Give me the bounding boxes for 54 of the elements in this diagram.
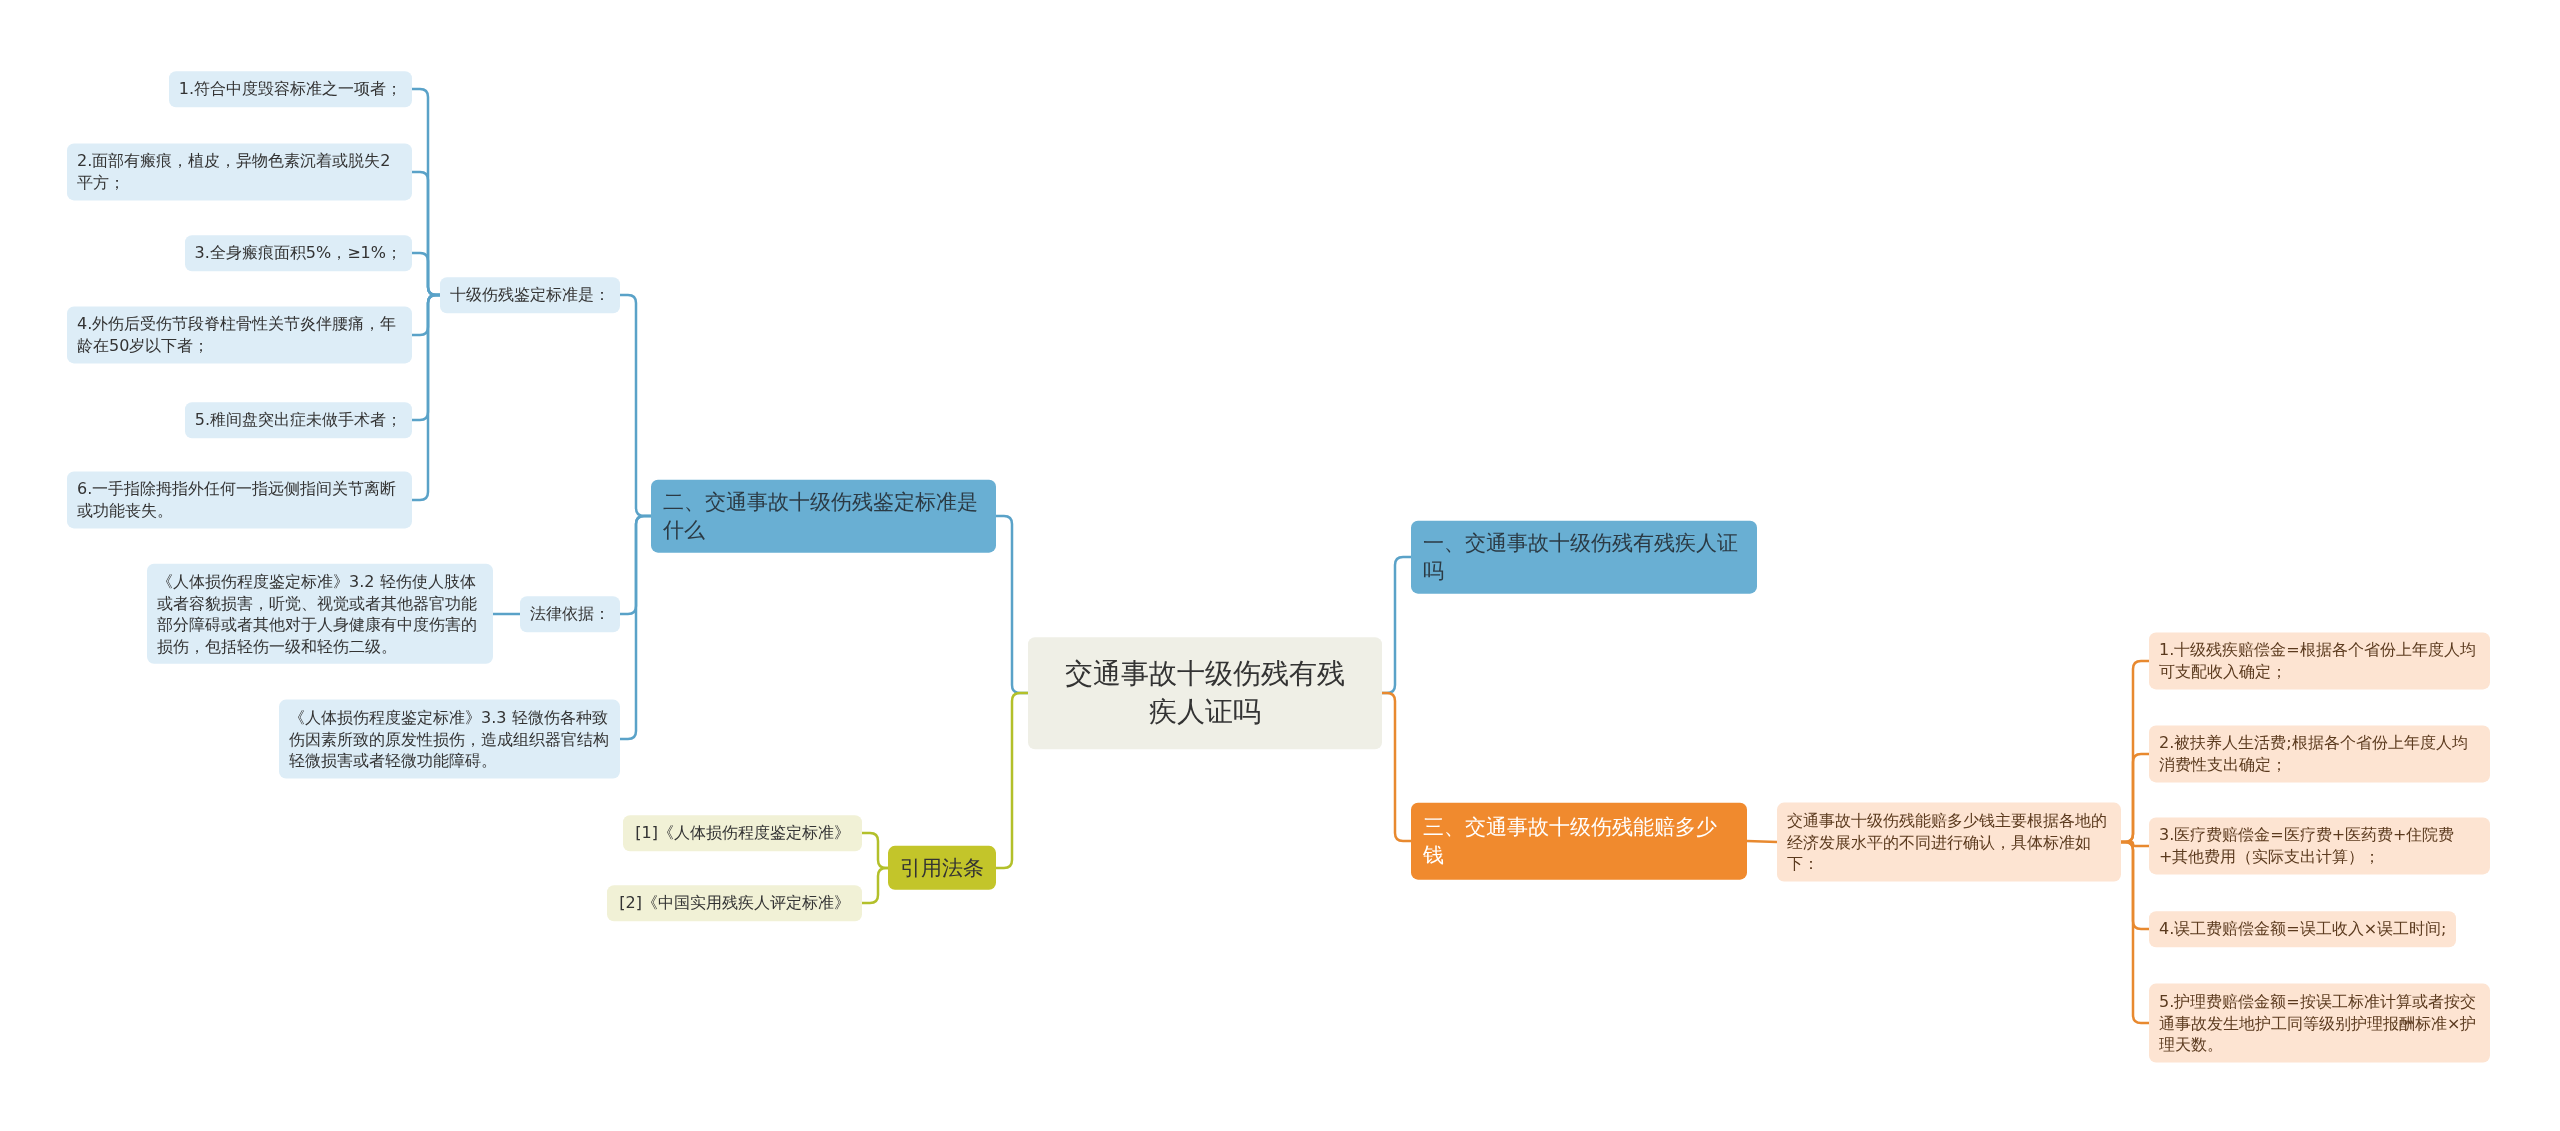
branch-card [1411,520,1757,594]
topic-text: 5.稚间盘突出症未做手术者； [194,409,402,431]
topic-text: 3.全身瘢痕面积5%，≥1%； [194,242,402,264]
topic-text: 《人体损伤程度鉴定标准》3.3 轻微伤各种致伤因素所致的原发性损伤，造成组织器官结构轻微损害或者轻微功能障碍。 [289,706,610,772]
topic-text: [2]《中国实用残疾人评定标准》 [619,892,850,914]
topic-card [147,563,493,665]
branch-card [651,479,996,553]
topic-text: 二、交通事故十级伤残鉴定标准是什么 [663,488,979,544]
connector-line [2121,840,2149,1025]
topic-text: 《人体损伤程度鉴定标准》3.2 轻伤使人肢体或者容貌损害，听觉、视觉或者其他器官功能部分障碍或者其他对于人身健康有中度伤害的损伤，包括轻伤一级和轻伤二级。 [157,570,478,658]
topic-card [2149,632,2490,690]
topic-card [184,235,412,271]
topic-text: 6.一手指除拇指外任何一指远侧指间关节离断或功能丧失。 [77,478,398,522]
branch-card [1411,802,1747,880]
topic-text: 1.符合中度毁容标准之一项者； [178,78,402,100]
topic-text: 交通事故十级伤残能赔多少钱主要根据各地的经济发展水平的不同进行确认，具体标准如下： [1787,809,2108,875]
topic-card [67,143,412,201]
topic-text: [1]《人体损伤程度鉴定标准》 [635,822,850,844]
topic-text: 2.被扶养人生活费;根据各个省份上年度人均消费性支出确定； [2159,732,2469,776]
topic-text: 三、交通事故十级伤残能赔多少钱 [1423,813,1718,869]
topic-card [1777,802,2121,882]
topic-card [168,71,412,107]
connector-line [620,514,651,741]
connector-line [412,293,440,502]
topic-text: 交通事故十级伤残有残疾人证吗 [1064,656,1346,730]
topic-card [279,699,620,779]
topic-text: 1.十级残疾赔偿金=根据各个省份上年度人均可支配收入确定； [2159,639,2477,683]
connector-line [1382,691,1411,843]
topic-card [2149,911,2457,947]
connector-line [862,866,888,905]
topic-text: 2.面部有瘢痕，植皮，异物色素沉着或脱失2平方； [77,150,392,194]
topic-text: 5.护理费赔偿金额=按误工标准计算或者按交通事故发生地护工同等级别护理报酬标准×护理天数。 [2159,990,2478,1056]
topic-card [184,402,412,438]
topic-text: 十级伤残鉴定标准是： [450,284,610,306]
connector-line [996,691,1028,870]
topic-text: 4.外伤后受伤节段脊柱骨性关节炎伴腰痛，年龄在50岁以下者； [77,313,398,357]
topic-text: 一、交通事故十级伤残有残疾人证吗 [1423,529,1739,585]
connector-line [1746,839,1778,844]
topic-card [67,471,412,529]
topic-card [440,277,620,313]
topic-card [2149,817,2490,875]
topic-text: 3.医疗费赔偿金=医疗费+医药费+住院费+其他费用（实际支出计算）； [2159,824,2456,868]
central-topic-card [1028,637,1382,749]
topic-card [2149,725,2490,783]
topic-card [67,306,412,364]
topic-card [607,885,862,921]
topic-text: 法律依据： [530,603,610,625]
topic-text: 4.误工费赔偿金额=误工收入×误工时间; [2159,918,2447,940]
topic-card [520,596,620,632]
topic-card [623,815,862,851]
branch-card [888,845,996,891]
connector-line [493,612,520,616]
topic-card [2149,983,2490,1063]
topic-text: 引用法条 [900,854,984,882]
